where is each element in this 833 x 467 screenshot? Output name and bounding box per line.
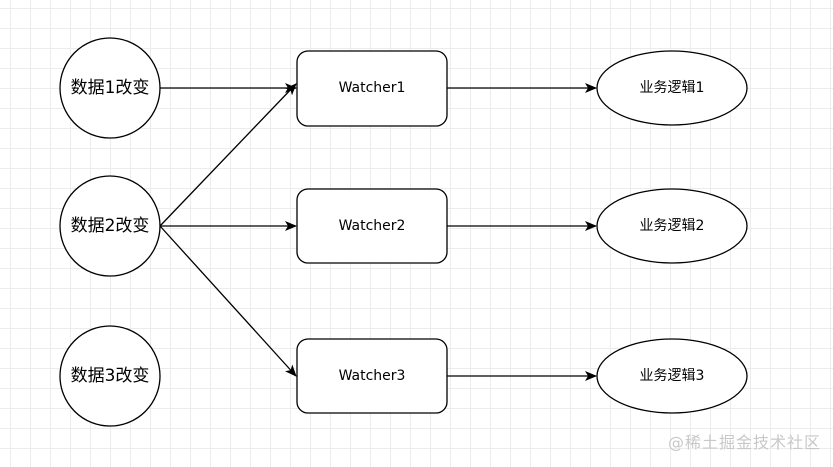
source-node-label: 数据1改变 (71, 78, 150, 98)
logic-node-2: 业务逻辑2 (596, 188, 748, 264)
logic-node-1: 业务逻辑1 (596, 50, 748, 126)
logic-node-label: 业务逻辑1 (640, 80, 705, 96)
source-node-3: 数据3改变 (59, 325, 161, 427)
source-node-label: 数据3改变 (71, 366, 150, 386)
logic-node-label: 业务逻辑2 (640, 218, 705, 234)
source-node-2: 数据2改变 (59, 175, 161, 277)
source-node-1: 数据1改变 (59, 37, 161, 139)
watcher-node-label: Watcher2 (339, 218, 406, 234)
watcher-node-3: Watcher3 (296, 338, 448, 414)
watermark: @稀土掘金技术社区 (667, 433, 821, 452)
watcher-node-2: Watcher2 (296, 188, 448, 264)
source-node-label: 数据2改变 (71, 216, 150, 236)
edge-data2-to-watcher1 (159, 83, 297, 227)
watcher-node-1: Watcher1 (296, 50, 448, 127)
edge-data2-to-watcher3 (159, 225, 297, 377)
watcher-node-label: Watcher1 (339, 80, 406, 96)
logic-node-3: 业务逻辑3 (596, 338, 748, 414)
logic-node-label: 业务逻辑3 (640, 368, 705, 384)
watcher-node-label: Watcher3 (339, 368, 406, 384)
